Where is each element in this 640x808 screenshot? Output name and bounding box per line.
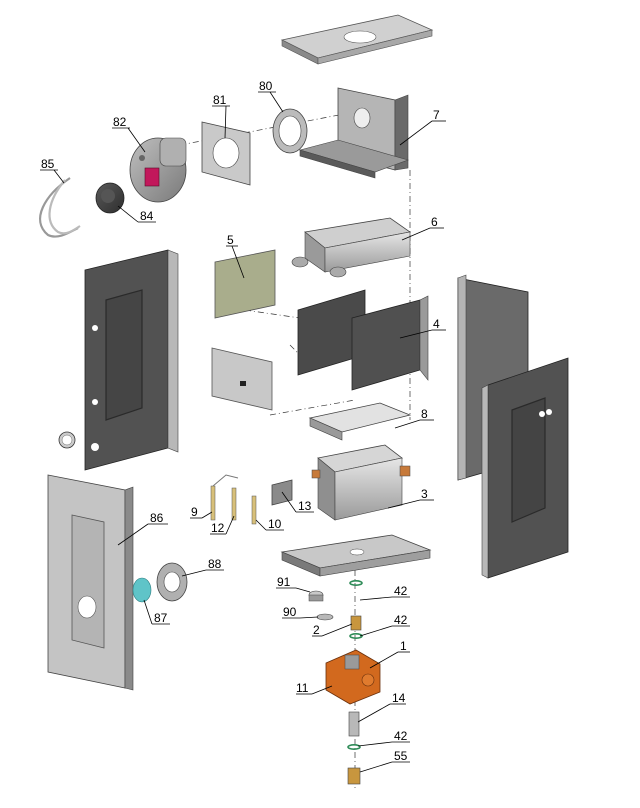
callout-6: 6	[401, 215, 444, 241]
label-12: 12	[211, 521, 225, 535]
label-1: 1	[400, 639, 407, 653]
label-42a: 42	[394, 584, 408, 598]
right-side-panel	[481, 357, 569, 579]
burner-cover-8	[308, 402, 412, 441]
silicone-tubes-85	[38, 177, 81, 238]
callout-2: 2	[312, 623, 353, 637]
burner-3	[311, 444, 411, 521]
callout-84: 84	[117, 205, 156, 223]
callout-3: 3	[387, 487, 434, 509]
callout-42a: 42	[359, 584, 410, 601]
label-14: 14	[392, 691, 406, 705]
label-42b: 42	[394, 613, 408, 627]
callout-10: 10	[255, 517, 284, 531]
gas-valve-stack	[325, 579, 381, 785]
label-42c: 42	[394, 729, 408, 743]
pressure-switch-84	[95, 182, 125, 214]
label-91: 91	[277, 575, 291, 589]
callout-42c: 42	[357, 729, 410, 747]
left-side-panel	[84, 249, 179, 471]
nut-91	[308, 590, 324, 602]
callout-42b: 42	[359, 613, 410, 637]
callout-13: 13	[281, 491, 314, 513]
base-plate	[280, 534, 432, 577]
label-7: 7	[433, 108, 440, 122]
callout-7: 7	[399, 108, 446, 146]
label-90: 90	[283, 605, 297, 619]
label-8: 8	[421, 407, 428, 421]
callout-80: 80	[258, 79, 284, 113]
callout-85: 85	[40, 157, 65, 184]
label-4: 4	[433, 317, 440, 331]
callout-8: 8	[394, 407, 434, 429]
label-84: 84	[140, 209, 154, 223]
callout-81: 81	[212, 93, 230, 139]
callout-87: 87	[143, 599, 170, 625]
label-82: 82	[113, 115, 127, 129]
label-86: 86	[150, 511, 164, 525]
cover-disc-87	[132, 577, 152, 603]
label-5: 5	[227, 233, 234, 247]
washer-90	[316, 613, 334, 621]
label-80: 80	[259, 79, 273, 93]
callout-12: 12	[210, 515, 235, 535]
flue-hood-7	[298, 87, 409, 179]
label-88: 88	[208, 557, 222, 571]
electrodes	[210, 474, 257, 525]
combustion-chamber-front	[211, 347, 273, 411]
label-3: 3	[421, 487, 428, 501]
callout-86: 86	[117, 511, 168, 546]
insulation-5	[214, 249, 276, 319]
label-6: 6	[431, 215, 438, 229]
label-11: 11	[296, 681, 309, 695]
label-2: 2	[313, 623, 320, 637]
gasket-ring-80	[272, 108, 308, 154]
callout-82: 82	[112, 115, 146, 153]
callout-91: 91	[276, 575, 311, 593]
pressure-gauge	[58, 431, 76, 449]
label-13: 13	[298, 499, 312, 513]
top-cover	[280, 14, 434, 65]
bezel-ring-88	[156, 562, 188, 602]
label-55: 55	[394, 749, 408, 763]
front-panel-86	[47, 474, 134, 691]
label-9: 9	[191, 505, 198, 519]
label-10: 10	[268, 517, 282, 531]
callout-4: 4	[399, 317, 446, 339]
label-81: 81	[213, 93, 227, 107]
heat-exchanger-6	[291, 217, 412, 278]
fan-82	[129, 137, 187, 203]
callout-90: 90	[282, 605, 319, 619]
callout-1: 1	[369, 639, 410, 669]
callout-55: 55	[359, 749, 410, 773]
chamber-side-panel-4	[351, 295, 429, 391]
label-87: 87	[154, 611, 168, 625]
callout-14: 14	[357, 691, 406, 723]
callout-88: 88	[181, 557, 224, 577]
label-85: 85	[41, 157, 55, 171]
callout-11: 11	[296, 681, 333, 695]
callout-9: 9	[190, 505, 213, 519]
callout-5: 5	[226, 233, 245, 279]
mounting-plate-81	[201, 121, 251, 186]
